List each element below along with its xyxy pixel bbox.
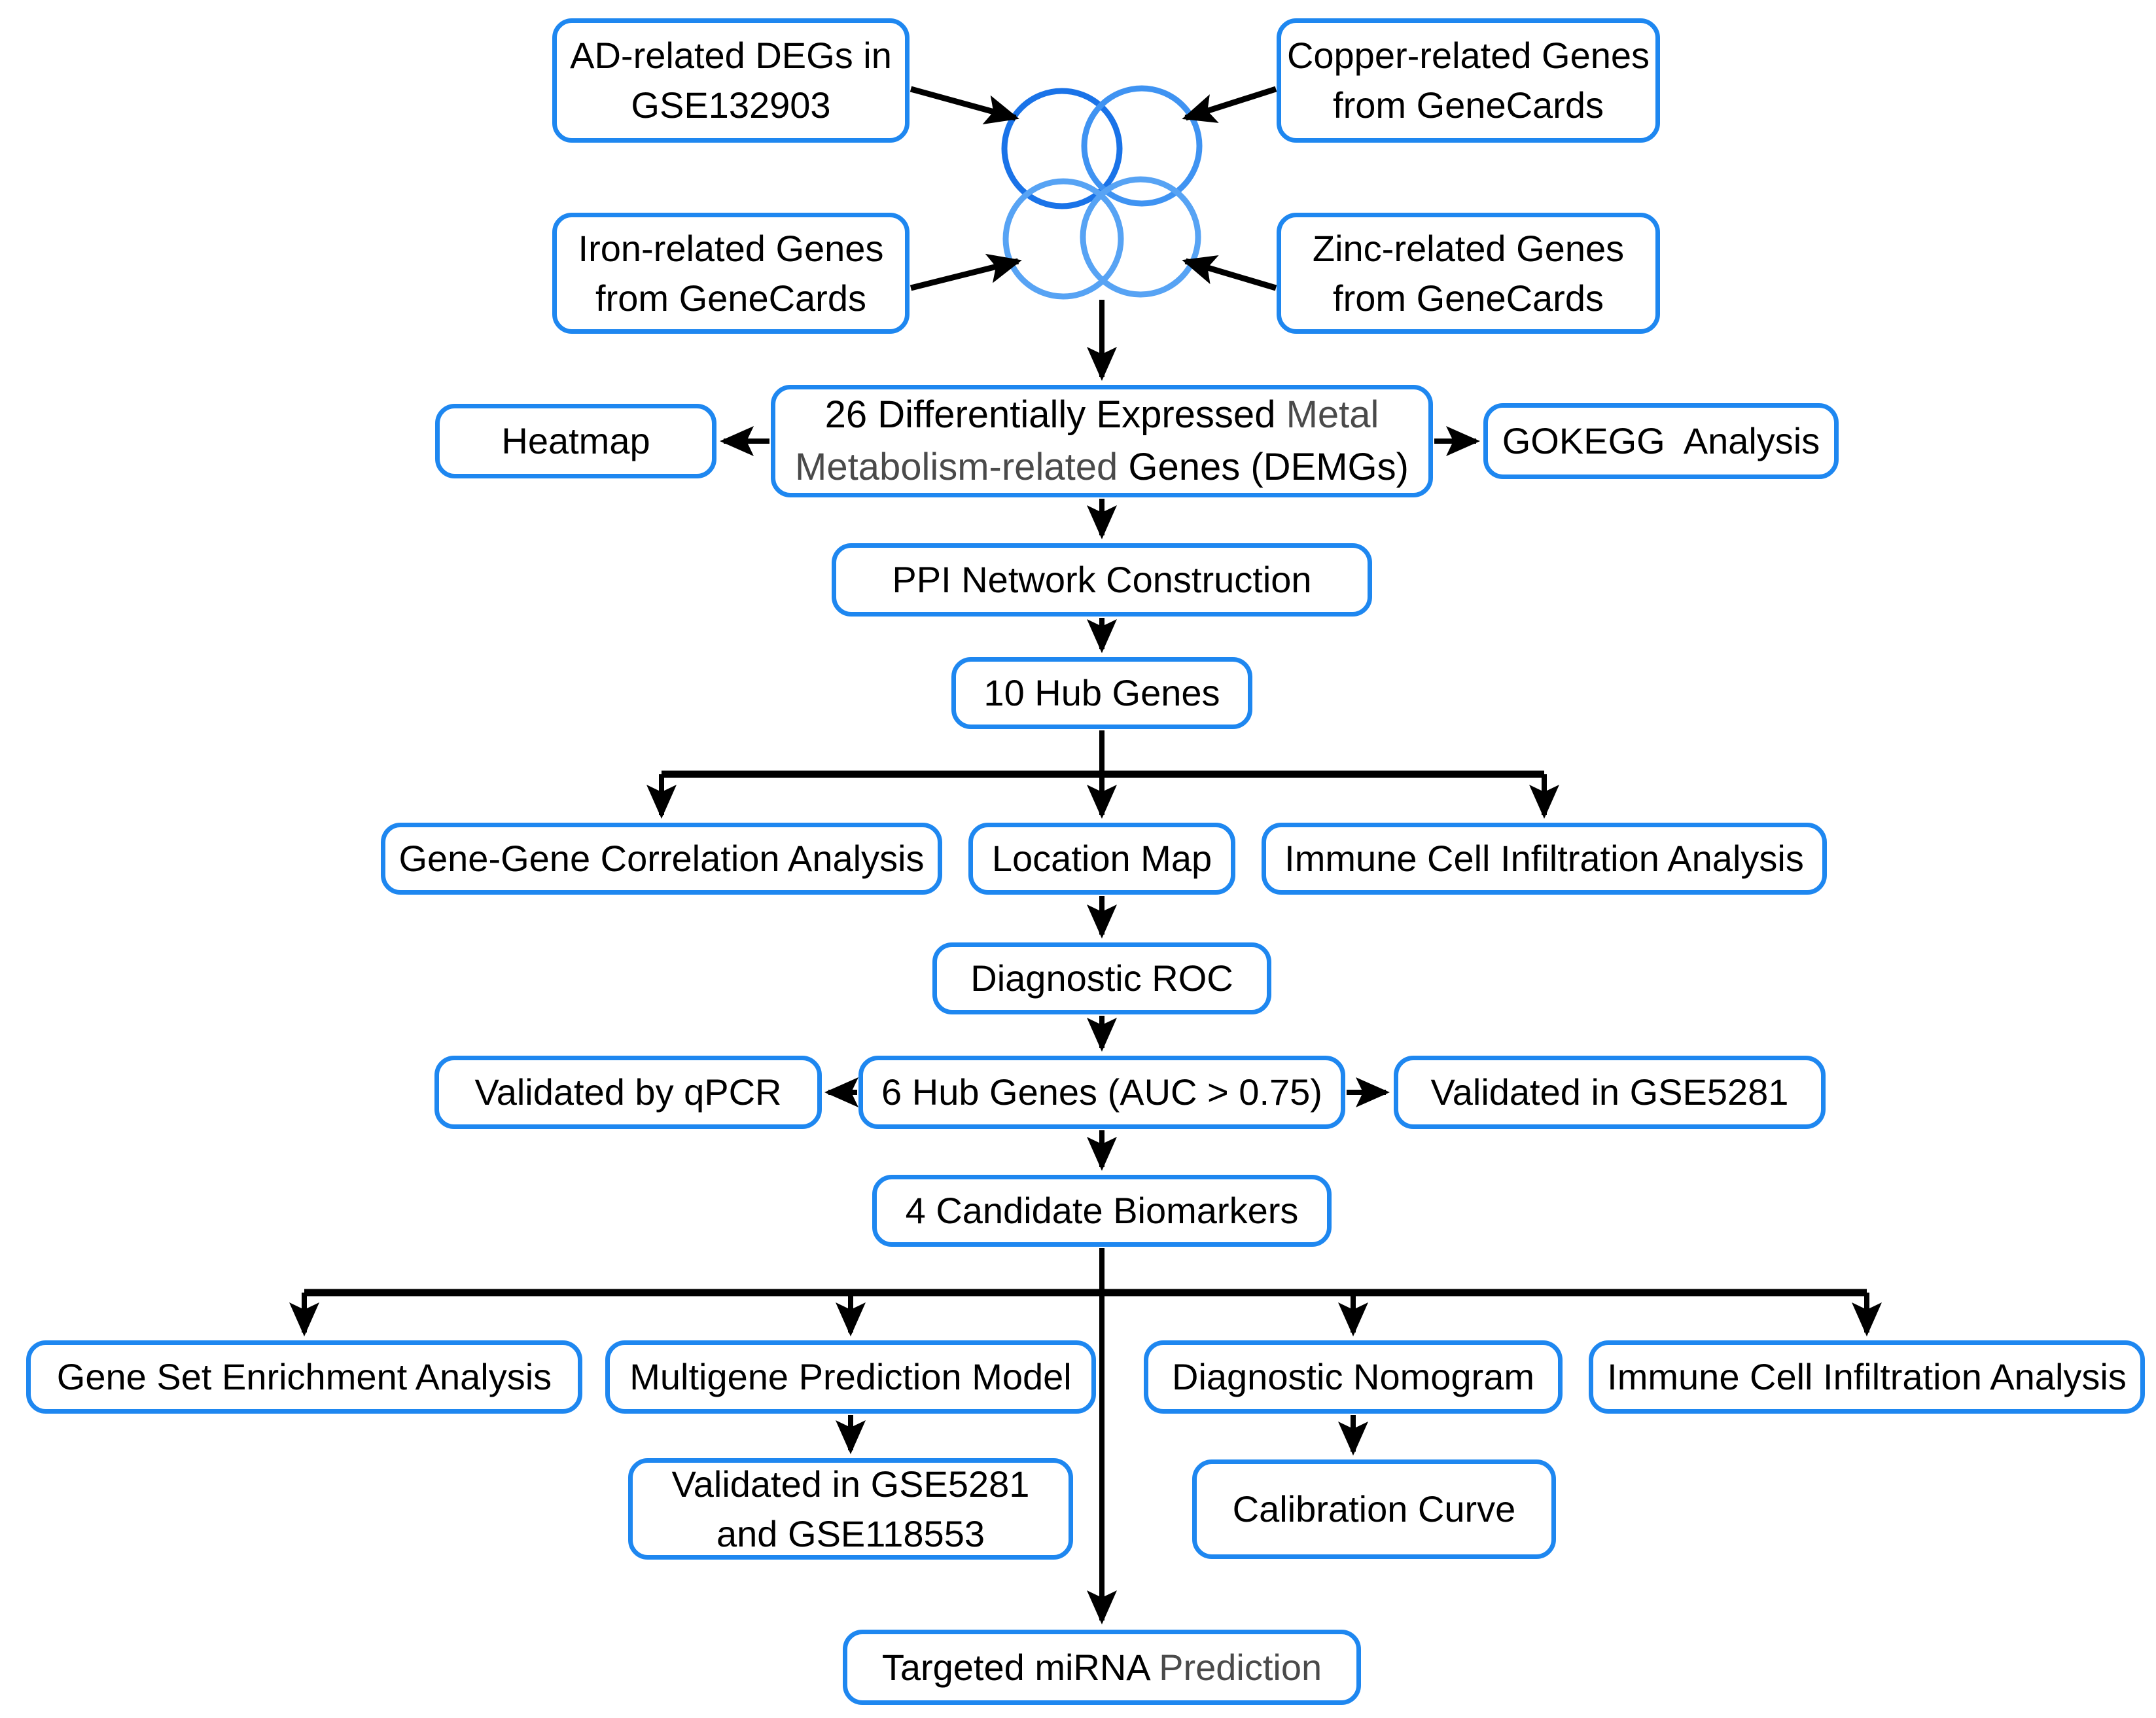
node-6-hub-genes: 6 Hub Genes (AUC > 0.75) — [858, 1056, 1345, 1129]
targeted-mirna-gray: Prediction — [1159, 1646, 1322, 1688]
node-immune-infiltration-top-label: Immune Cell Infiltration Analysis — [1284, 838, 1804, 879]
node-targeted-mirna: Targeted miRNA Prediction — [843, 1630, 1361, 1705]
node-calibration-curve-label: Calibration Curve — [1232, 1488, 1516, 1530]
node-demgs: 26 Differentially Expressed Metal Metabo… — [771, 385, 1433, 497]
node-targeted-mirna-label: Targeted miRNA Prediction — [882, 1643, 1322, 1692]
node-heatmap-label: Heatmap — [501, 420, 650, 461]
node-copper-genes-line2: from GeneCards — [1333, 84, 1604, 126]
demgs-line2-black: Genes (DEMGs) — [1128, 446, 1409, 488]
node-diagnostic-roc: Diagnostic ROC — [932, 942, 1271, 1014]
venn-circle-2 — [1081, 85, 1203, 207]
node-ad-degs-line1: AD-related DEGs in — [570, 35, 892, 76]
diagonal-arrows — [910, 86, 1277, 291]
node-validated-gse5281-gse118553-line1: Validated in GSE5281 — [671, 1463, 1030, 1505]
node-gsea-label: Gene Set Enrichment Analysis — [56, 1356, 552, 1397]
node-validated-gse5281: Validated in GSE5281 — [1394, 1056, 1826, 1129]
node-gene-gene-correlation-label: Gene-Gene Correlation Analysis — [398, 838, 925, 879]
node-immune-infiltration-top: Immune Cell Infiltration Analysis — [1262, 823, 1827, 895]
node-ppi-label: PPI Network Construction — [892, 559, 1312, 600]
node-diagnostic-nomogram: Diagnostic Nomogram — [1144, 1340, 1563, 1414]
node-validated-gse5281-gse118553-line2: and GSE118553 — [716, 1512, 985, 1554]
venn-circle-4 — [1080, 176, 1201, 298]
node-multigene-model-label: Multigene Prediction Model — [629, 1356, 1072, 1397]
node-gokegg: GOKEGG Analysis — [1483, 403, 1839, 479]
venn-circle-3 — [1002, 178, 1124, 300]
node-gsea: Gene Set Enrichment Analysis — [26, 1340, 582, 1414]
node-zinc-genes-line1: Zinc-related Genes — [1312, 227, 1625, 269]
node-ad-degs: AD-related DEGs in GSE132903 — [552, 18, 910, 143]
node-validated-qpcr-label: Validated by qPCR — [474, 1071, 782, 1113]
node-iron-genes-line1: Iron-related Genes — [578, 227, 884, 269]
demgs-line1-black: 26 Differentially Expressed — [824, 393, 1286, 436]
node-iron-genes: Iron-related Genes from GeneCards — [552, 213, 910, 334]
node-immune-infiltration-bottom: Immune Cell Infiltration Analysis — [1589, 1340, 2145, 1414]
node-gene-gene-correlation: Gene-Gene Correlation Analysis — [381, 823, 942, 895]
targeted-mirna-black: Targeted miRNA — [881, 1646, 1159, 1688]
node-diagnostic-roc-label: Diagnostic ROC — [970, 957, 1233, 999]
node-calibration-curve: Calibration Curve — [1192, 1459, 1556, 1559]
node-candidate-biomarkers-label: 4 Candidate Biomarkers — [905, 1190, 1299, 1231]
venn-diagram-icon — [1001, 85, 1203, 300]
node-ppi: PPI Network Construction — [832, 543, 1372, 617]
node-location-map: Location Map — [968, 823, 1235, 895]
node-immune-infiltration-bottom-label: Immune Cell Infiltration Analysis — [1607, 1356, 2127, 1397]
node-6-hub-genes-label: 6 Hub Genes (AUC > 0.75) — [881, 1071, 1322, 1113]
node-iron-genes-line2: from GeneCards — [595, 277, 866, 319]
node-validated-gse5281-label: Validated in GSE5281 — [1430, 1071, 1789, 1113]
node-diagnostic-nomogram-label: Diagnostic Nomogram — [1172, 1356, 1534, 1397]
node-ad-degs-line2: GSE132903 — [631, 84, 831, 126]
node-gokegg-label: GOKEGG Analysis — [1502, 420, 1820, 461]
node-10-hub-genes: 10 Hub Genes — [951, 657, 1252, 729]
node-demgs-line2: Metabolism-related Genes (DEMGs) — [795, 441, 1409, 493]
node-zinc-genes: Zinc-related Genes from GeneCards — [1277, 213, 1660, 334]
demgs-line2-gray: Metabolism-related — [795, 446, 1129, 488]
node-multigene-model: Multigene Prediction Model — [605, 1340, 1096, 1414]
branch-bars — [304, 770, 1867, 1297]
node-validated-qpcr: Validated by qPCR — [434, 1056, 822, 1129]
node-validated-gse5281-gse118553: Validated in GSE5281 and GSE118553 — [628, 1458, 1073, 1560]
straight-arrows — [289, 300, 1882, 1624]
node-heatmap: Heatmap — [435, 404, 716, 478]
node-10-hub-genes-label: 10 Hub Genes — [983, 672, 1220, 713]
venn-circle-1 — [1001, 88, 1123, 209]
demgs-line1-gray: Metal — [1286, 393, 1379, 436]
node-location-map-label: Location Map — [991, 838, 1212, 879]
node-zinc-genes-line2: from GeneCards — [1333, 277, 1604, 319]
node-copper-genes-line1: Copper-related Genes — [1286, 35, 1650, 76]
node-candidate-biomarkers: 4 Candidate Biomarkers — [872, 1175, 1332, 1247]
node-demgs-line1: 26 Differentially Expressed Metal — [825, 389, 1379, 441]
node-copper-genes: Copper-related Genes from GeneCards — [1277, 18, 1660, 143]
